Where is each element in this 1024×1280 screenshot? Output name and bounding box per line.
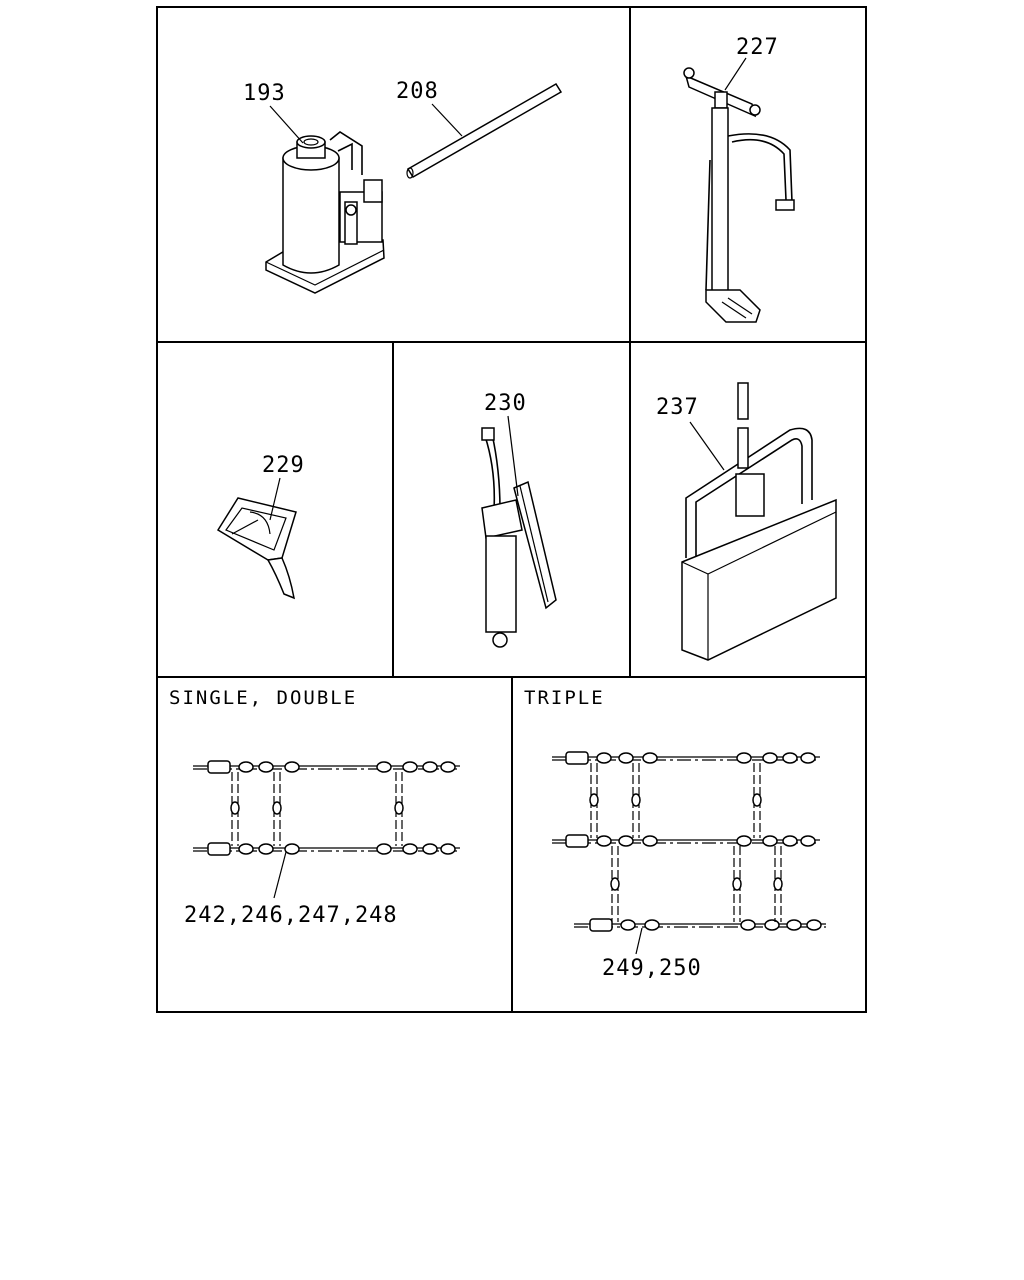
callout-230: 230 — [484, 391, 527, 416]
leader-line-242-248 — [273, 851, 287, 899]
panel-grease-gun: 230 — [481, 391, 557, 648]
leader-line-208 — [431, 103, 463, 137]
foot-pump-illustration — [683, 67, 795, 323]
panel-tool-bag: 237 — [656, 382, 837, 661]
callout-242-246-247-248: 242,246,247,248 — [184, 903, 398, 928]
callout-227: 227 — [736, 35, 779, 60]
tire-chain-triple-illustration — [552, 751, 826, 932]
leader-line-227 — [724, 57, 747, 91]
callout-237: 237 — [656, 395, 699, 420]
tool-bag-illustration — [681, 382, 837, 661]
panel-gauge: 229 — [216, 453, 305, 600]
panel-pump: 227 — [683, 35, 795, 323]
tire-chain-single-double-illustration — [193, 760, 460, 856]
grease-gun-illustration — [481, 427, 557, 648]
bottle-jack-illustration — [265, 131, 385, 294]
leader-line-193 — [269, 105, 304, 144]
tire-gauge-illustration — [216, 497, 297, 600]
heading-single-double: SINGLE, DOUBLE — [169, 687, 357, 709]
panel-grid — [156, 6, 867, 1013]
callout-193: 193 — [243, 81, 286, 106]
panel-chain-single-double: SINGLE, DOUBLE — [169, 687, 460, 928]
leader-line-249-250 — [635, 927, 643, 955]
leader-line-230 — [507, 415, 519, 497]
leader-line-229 — [269, 477, 281, 521]
callout-249-250: 249,250 — [602, 956, 702, 981]
panel-jack: 193 208 — [243, 79, 563, 294]
heading-triple: TRIPLE — [524, 687, 605, 709]
callout-208: 208 — [396, 79, 439, 104]
leader-line-237 — [689, 421, 725, 471]
panel-chain-triple: TRIPLE — [524, 687, 826, 981]
jack-handle-bar-illustration — [406, 82, 563, 179]
callout-229: 229 — [262, 453, 305, 478]
